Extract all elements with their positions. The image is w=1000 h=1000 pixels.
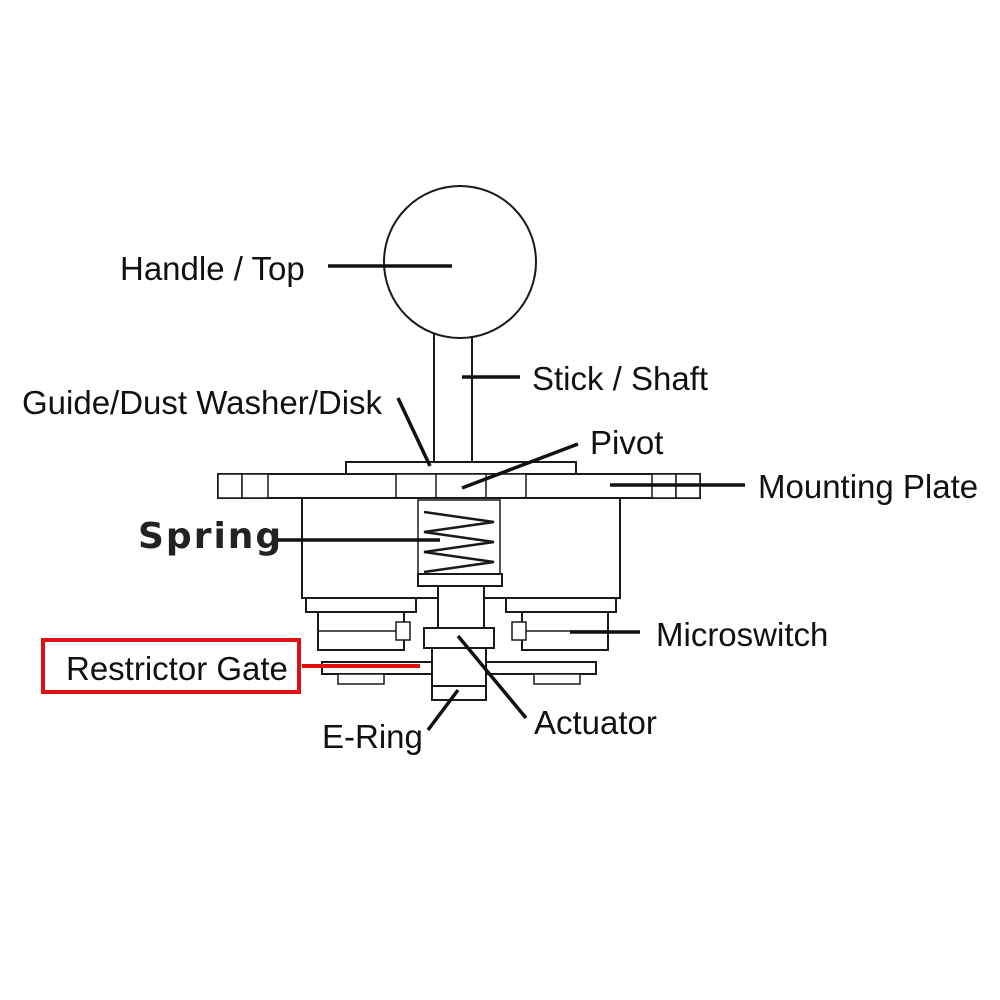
- gate-foot-left: [337, 673, 385, 685]
- label-handle: Handle / Top: [120, 250, 305, 287]
- actuator-leader: [456, 634, 528, 720]
- labels: Handle / Top Stick / Shaft Guide/Dust Wa…: [22, 250, 978, 755]
- gate-foot-right: [533, 673, 581, 685]
- label-actuator: Actuator: [534, 704, 657, 741]
- handle-ball: [383, 185, 537, 339]
- label-mounting-plate: Mounting Plate: [758, 468, 978, 505]
- label-guide: Guide/Dust Washer/Disk: [22, 384, 383, 421]
- joystick-drawing: [217, 185, 701, 701]
- lower-shaft: [437, 585, 485, 631]
- label-e-ring: E-Ring: [322, 718, 423, 755]
- mounting-plate-hole-left-2: [241, 473, 269, 499]
- spring-seat: [417, 573, 503, 587]
- base-flange-left: [305, 597, 417, 613]
- microswitch-right-lever: [511, 621, 527, 641]
- e-ring-part: [431, 685, 487, 701]
- pivot-leader: [461, 442, 579, 490]
- pivot-block: [395, 473, 527, 499]
- shaft-part: [433, 329, 473, 471]
- spring-coils: [423, 510, 495, 574]
- microswitch-left-lever: [395, 621, 411, 641]
- e-ring-leader: [426, 688, 460, 732]
- dust-washer-part: [345, 461, 577, 475]
- label-restrictor-gate: Restrictor Gate: [66, 650, 288, 687]
- label-pivot: Pivot: [590, 424, 663, 461]
- restrictor-gate-highlight-box: [41, 638, 301, 694]
- label-microswitch: Microswitch: [656, 616, 828, 653]
- label-shaft: Stick / Shaft: [532, 360, 708, 397]
- restrictor-gate-right: [485, 661, 597, 675]
- guide-leader: [396, 397, 432, 467]
- base-flange-right: [505, 597, 617, 613]
- label-spring: Spring: [138, 516, 283, 557]
- mounting-plate-hole-left-1: [217, 473, 243, 499]
- leader-lines: [274, 264, 745, 732]
- actuator-body: [431, 647, 487, 687]
